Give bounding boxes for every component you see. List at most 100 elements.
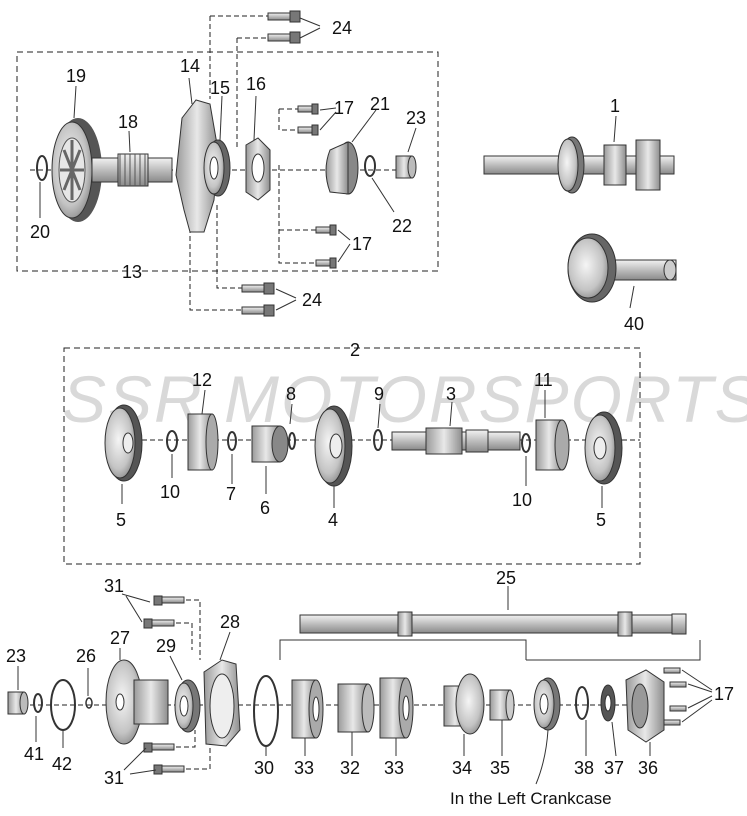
label-20: 20 [30,222,50,242]
label-29: 29 [156,636,176,656]
label-22: 22 [392,216,412,236]
cup-21 [325,141,359,195]
bracket-14 [175,99,219,233]
label-34: 34 [452,758,472,778]
cover-36 [625,669,665,743]
watermark: SSR MOTORSPORTS [62,362,747,436]
shaft-3 [391,427,521,455]
label-18: 18 [118,112,138,132]
label-7: 7 [226,484,236,504]
label-33-left: 33 [294,758,314,778]
seal-29 [174,679,201,733]
label-9: 9 [374,384,384,404]
label-1: 1 [610,96,620,116]
washer-8 [288,432,296,450]
label-40: 40 [624,314,644,334]
bolts-31-top [143,595,185,629]
label-4: 4 [328,510,338,530]
washer-10-right [521,433,531,453]
label-17-bottom: 17 [352,234,372,254]
group-2-box [63,347,641,565]
washer-41 [33,693,43,713]
bolts-17-bottom [315,224,337,269]
group-13-box [16,51,439,272]
shaft-25 [299,611,687,637]
label-26: 26 [76,646,96,666]
nut-23-bottom [7,691,29,715]
label-37: 37 [604,758,624,778]
seal-37 [600,684,616,722]
shaft-18 [91,153,173,187]
bolts-24-bottom [241,282,275,317]
bolts-24-top [267,10,301,44]
label-31-top: 31 [104,576,124,596]
label-5-left: 5 [116,510,126,530]
housing-28 [203,659,241,747]
oring-30 [253,675,279,747]
label-11: 11 [534,370,553,390]
label-36: 36 [638,758,658,778]
gear-34 [443,673,485,735]
label-10-left: 10 [160,482,180,502]
washer-26 [85,697,93,709]
label-31-bottom: 31 [104,768,124,788]
washer-9 [373,429,383,451]
gear-4 [314,405,353,487]
bearing-15 [203,139,231,197]
label-17-top: 17 [334,98,354,118]
spacer-35 [489,689,515,721]
hub-27 [105,659,169,745]
label-19: 19 [66,66,86,86]
label-17-right: 17 [714,684,734,704]
bolts-31-bottom [143,742,185,775]
bearing-33-left [291,679,324,739]
label-15: 15 [210,78,230,98]
label-2: 2 [350,340,360,360]
washer-10-left [166,430,178,452]
leader-lines [17,17,713,785]
label-24-bottom: 24 [302,290,322,310]
label-10-right: 10 [512,490,532,510]
label-14: 14 [180,56,200,76]
label-24-top: 24 [332,18,352,38]
label-38: 38 [574,758,594,778]
bolts-17-right [663,667,687,726]
bearing-12 [187,413,219,471]
label-27: 27 [110,628,130,648]
label-42: 42 [52,754,72,774]
oring-38 [575,686,589,720]
gear-6 [251,425,289,463]
nut-23-top [395,155,417,179]
label-25: 25 [496,568,516,588]
label-21: 21 [370,94,390,114]
label-23-top: 23 [406,108,426,128]
label-6: 6 [260,498,270,518]
left-crankcase-note: In the Left Crankcase [450,789,612,808]
label-16: 16 [246,74,266,94]
label-41: 41 [24,744,44,764]
bearing-left-crankcase [533,677,561,731]
gear-shaft-40 [567,233,677,303]
label-3: 3 [446,384,456,404]
bearing-33-right [379,677,414,739]
gear-5-right [584,411,623,485]
bolts-17-top [297,103,319,136]
washer-22 [364,155,376,177]
circlip-20 [36,155,48,181]
label-28: 28 [220,612,240,632]
gear-5-left [104,404,143,482]
sleeve-32 [337,683,375,733]
part-labels: 24 24 19 18 14 15 16 17 21 23 20 22 17 1… [6,18,734,788]
label-12: 12 [192,370,212,390]
shaft-1 [483,136,675,194]
circlip-7 [227,431,237,451]
label-5-right: 5 [596,510,606,530]
bearing-11 [535,419,570,471]
label-35: 35 [490,758,510,778]
label-33-right: 33 [384,758,404,778]
label-30: 30 [254,758,274,778]
label-13: 13 [122,262,142,282]
label-32: 32 [340,758,360,778]
plate-16 [245,137,271,201]
